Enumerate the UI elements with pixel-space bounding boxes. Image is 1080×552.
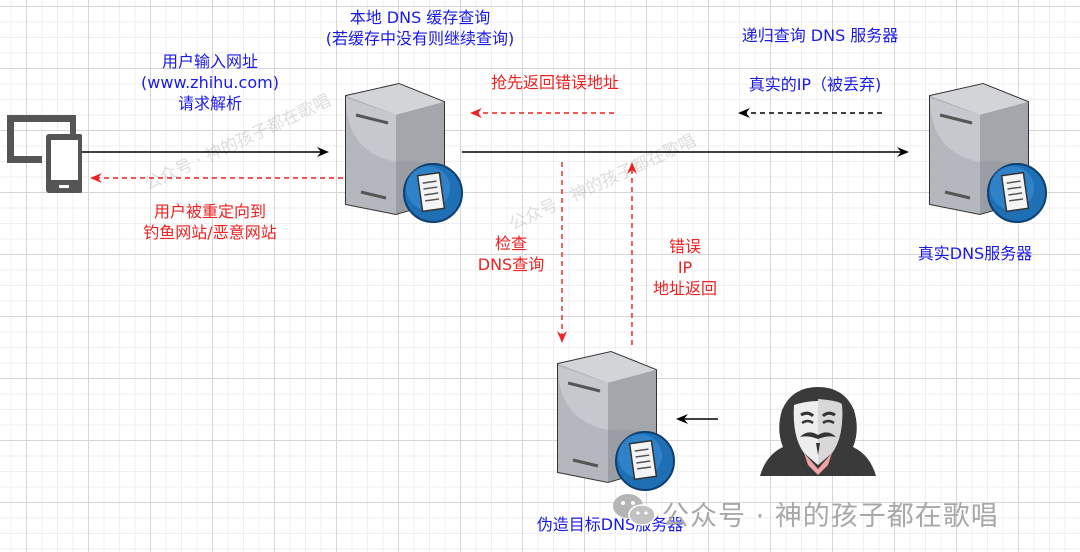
local-dns-server-icon[interactable] <box>336 82 466 227</box>
redirect-line1: 用户被重定向到 <box>153 202 266 221</box>
fake-dns-server-icon[interactable] <box>548 350 678 495</box>
recursive-query-label: 递归查询 DNS 服务器 <box>741 26 899 45</box>
wrong-ip-line3: 地址返回 <box>652 279 717 298</box>
user-request-line3: 请求解析 <box>177 94 242 113</box>
wrong-ip-line2: IP <box>677 258 693 277</box>
redirect-label: 用户被重定向到 钓鱼网站/恶意网站 <box>120 201 300 243</box>
redirect-line2: 钓鱼网站/恶意网站 <box>143 223 277 242</box>
local-dns-label-line1: 本地 DNS 缓存查询 <box>349 8 491 27</box>
devices-icon <box>7 115 82 193</box>
real-dns-label: 真实DNS服务器 <box>917 244 1033 263</box>
wrong-ip-label: 错误 IP 地址返回 <box>640 236 730 299</box>
local-dns-label: 本地 DNS 缓存查询 (若缓存中没有则继续查询) <box>300 7 540 49</box>
hacker-icon[interactable] <box>758 385 878 480</box>
wechat-icon <box>613 494 656 526</box>
user-request-label: 用户输入网址 (www.zhihu.com) 请求解析 <box>120 51 300 114</box>
forged-first-label: 抢先返回错误地址 <box>490 73 619 92</box>
check-query-line1: 检查 <box>494 234 527 253</box>
check-query-label: 检查 DNS查询 <box>466 233 556 275</box>
real-dns-server-icon[interactable] <box>920 82 1050 227</box>
check-query-line2: DNS查询 <box>477 255 545 274</box>
footer-watermark: 公众号 · 神的孩子都在歌唱 <box>662 501 999 532</box>
user-request-line2: (www.zhihu.com) <box>141 73 279 92</box>
local-dns-label-line2: (若缓存中没有则继续查询) <box>325 29 515 48</box>
wrong-ip-line1: 错误 <box>668 237 701 256</box>
real-ip-label: 真实的IP（被丢弃) <box>748 75 882 94</box>
user-request-line1: 用户输入网址 <box>161 52 258 71</box>
